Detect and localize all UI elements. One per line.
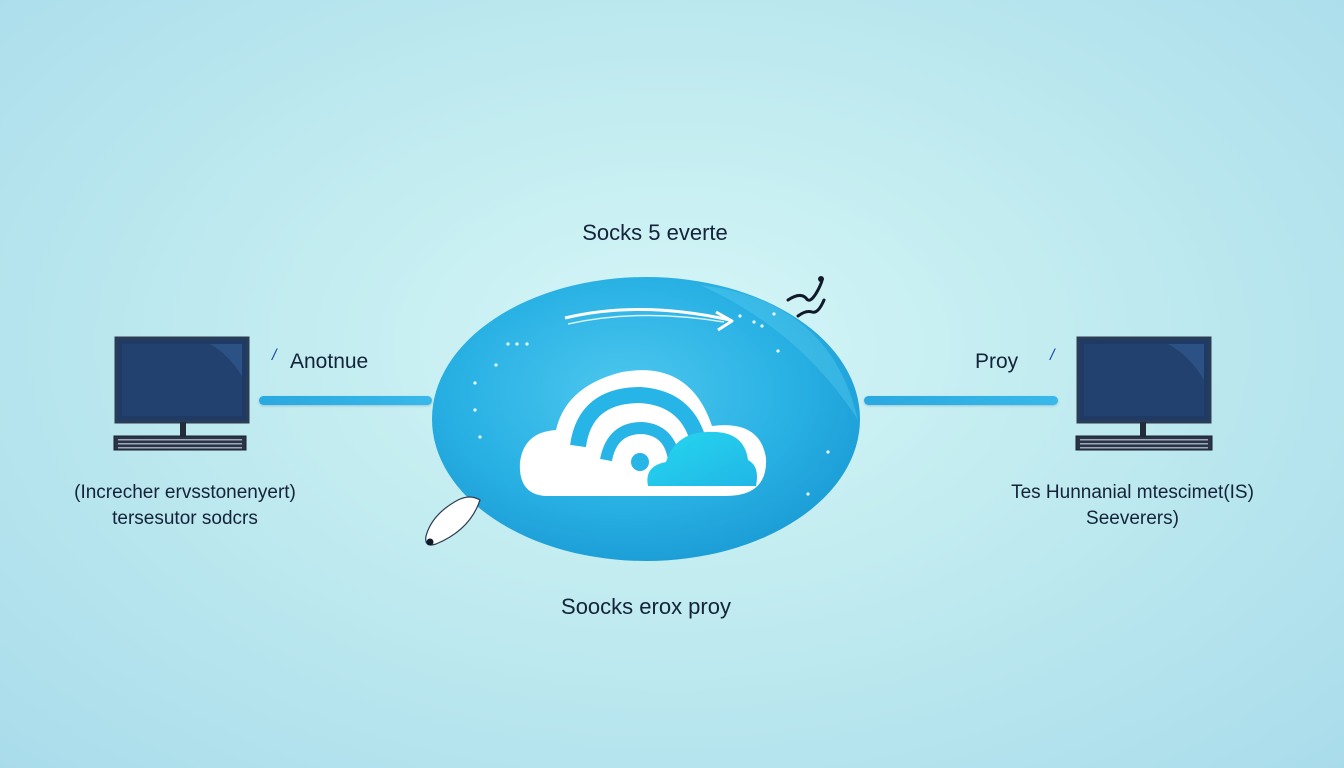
right-caption-line-1: Tes Hunnanial mtescimet(IS) xyxy=(1011,482,1254,503)
right-desktop-computer-icon xyxy=(1075,336,1213,451)
right-node-caption: Tes Hunnanial mtescimet(IS) Seeverers) xyxy=(990,480,1275,532)
cloud-signal-icon xyxy=(519,370,767,496)
left-node-caption: (Increcher ervsstonenyert) tersesutor so… xyxy=(40,480,330,532)
right-tick-mark-icon: / xyxy=(1050,347,1055,364)
left-caption-line-1: (Increcher ervsstonenyert) xyxy=(74,482,296,503)
right-connector-label: Proy xyxy=(975,350,1019,373)
left-caption-line-2: tersesutor sodcrs xyxy=(112,508,258,529)
left-connection-line xyxy=(259,396,432,405)
sparkle-dots xyxy=(473,312,830,496)
left-tick-mark-icon: / xyxy=(272,347,277,364)
squiggle-arrow-icon xyxy=(786,276,826,318)
top-label: Socks 5 everte xyxy=(582,220,728,245)
bottom-label: Soocks erox proy xyxy=(561,594,731,619)
left-desktop-computer-icon xyxy=(113,336,250,451)
right-connection-line xyxy=(864,396,1058,405)
right-caption-line-2: Seeverers) xyxy=(1086,508,1179,529)
speech-tail-icon xyxy=(425,496,481,546)
left-connector-label: Anotnue xyxy=(290,350,369,373)
arrow-right-icon xyxy=(564,307,734,332)
